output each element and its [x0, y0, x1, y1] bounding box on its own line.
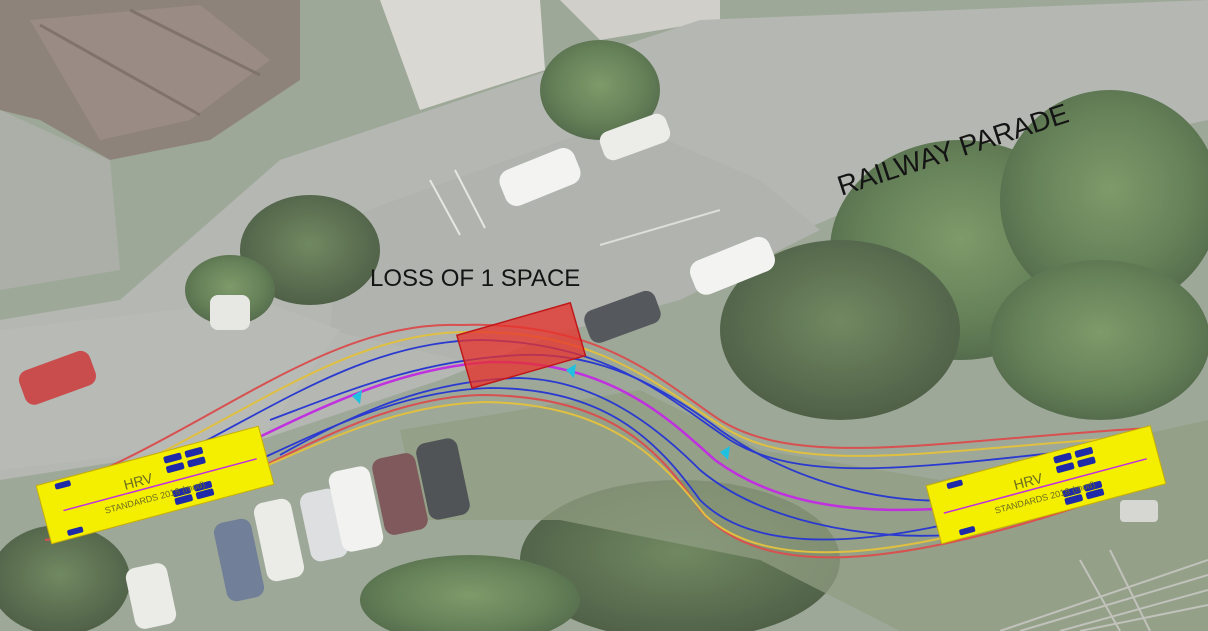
parked-cars: [18, 113, 1158, 629]
railway-tracks: [999, 549, 1208, 631]
vehicle-left-body: [35, 425, 275, 545]
vehicle-left-label: HRV: [122, 470, 155, 493]
trees: [0, 40, 1208, 631]
wheel-path-3: [269, 353, 961, 502]
vehicle-right-body: [925, 425, 1167, 545]
loss-of-space-label: LOSS OF 1 SPACE: [370, 265, 580, 292]
vehicle-left: HRV STANDARDS 2018 (mod): [35, 425, 275, 545]
grass-verge: [400, 390, 1208, 631]
envelope-inner-top: [49, 330, 1151, 501]
wheel-path-4: [279, 377, 951, 537]
wheel-path-2: [59, 387, 1146, 541]
vehicle-left-wheels: [54, 447, 215, 536]
loss-of-space-box: [455, 301, 587, 390]
envelope-outer-top: [39, 323, 1151, 496]
centreline: [79, 360, 1101, 512]
vehicle-right-wheels: [946, 447, 1105, 536]
vehicle-right-label: HRV: [1012, 470, 1045, 493]
vehicle-right: HRV STANDARDS 2018 (mod): [925, 425, 1167, 545]
